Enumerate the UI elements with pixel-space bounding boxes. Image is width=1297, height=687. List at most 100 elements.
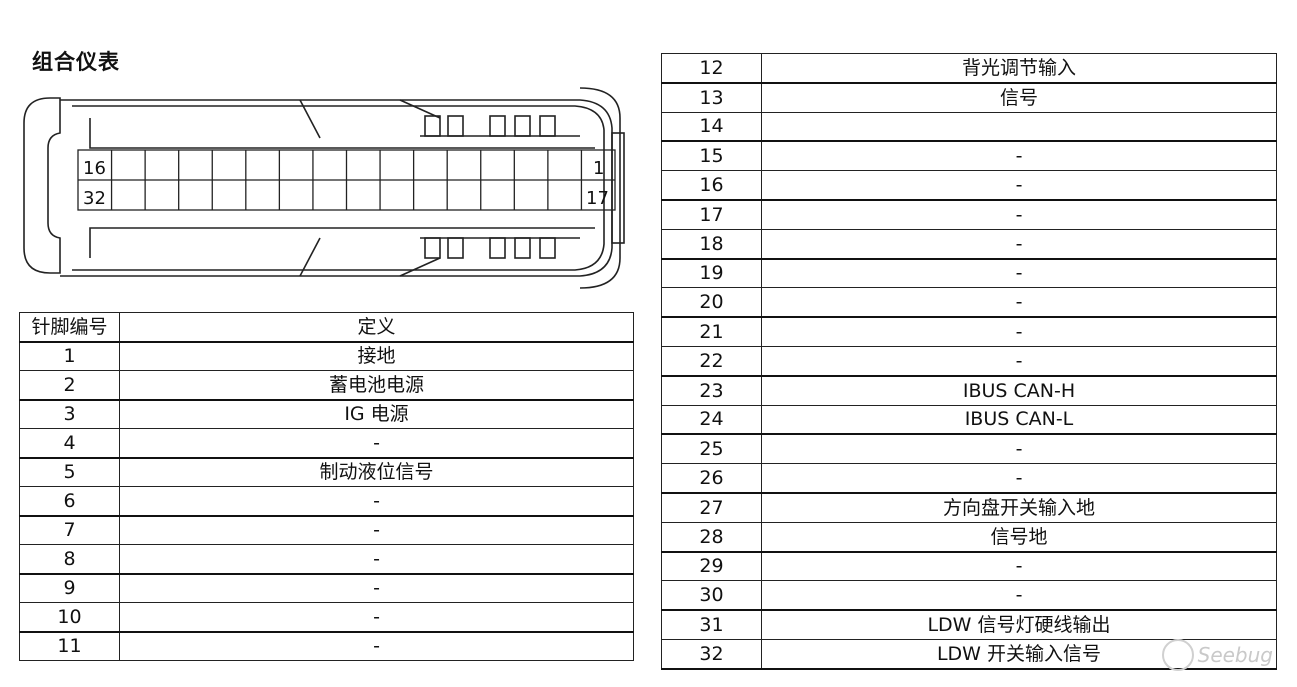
pin-number-cell: 8 [19, 544, 120, 575]
pin-definition-cell: - [119, 631, 634, 661]
pin-definition-cell: - [761, 316, 1277, 347]
pin-number-cell: 31 [661, 609, 762, 640]
pin-number-cell: 16 [661, 170, 762, 201]
pin-number-cell: 7 [19, 515, 120, 545]
pin-number-cell: 23 [661, 375, 762, 406]
table-row: 10- [19, 602, 634, 633]
pin-number-cell: 10 [19, 602, 120, 633]
table-row: 20- [661, 287, 1277, 319]
pin-definition-cell: - [761, 170, 1277, 201]
pin-definition-cell: - [761, 580, 1277, 612]
pin-definition-cell: 方向盘开关输入地 [761, 492, 1277, 523]
pin-number-cell: 6 [19, 486, 120, 517]
pin-label-32: 32 [83, 188, 106, 209]
table-row: 18- [661, 228, 1277, 260]
pin-number-cell: 21 [661, 316, 762, 347]
pin-number-cell: 针脚编号 [19, 312, 120, 343]
pin-label-17: 17 [586, 188, 609, 209]
pin-number-cell: 1 [19, 341, 120, 371]
pin-number-cell: 22 [661, 345, 762, 377]
seebug-logo-icon [1161, 639, 1194, 671]
table-row: 15- [661, 140, 1277, 172]
pin-number-cell: 9 [19, 573, 120, 603]
pin-number-cell: 12 [661, 52, 762, 84]
pin-definition-cell: - [761, 287, 1277, 319]
table-row: 19- [661, 258, 1277, 289]
pin-definition-cell: - [761, 551, 1277, 582]
table-row: 22- [661, 345, 1277, 377]
pin-definition-cell: 信号地 [761, 521, 1277, 553]
pin-definition-cell: - [761, 345, 1277, 377]
pin-number-cell: 19 [661, 258, 762, 289]
pin-definition-cell: - [119, 544, 634, 575]
pin-number-cell: 13 [661, 82, 762, 113]
pin-number-cell: 28 [661, 521, 762, 553]
pin-definition-cell: - [761, 258, 1277, 289]
pin-definition-cell: 信号 [761, 82, 1277, 113]
table-row: 25- [661, 433, 1277, 465]
connector-diagram: 16 32 1 17 [23, 87, 625, 289]
pin-number-cell: 27 [661, 492, 762, 523]
table-row: 9- [19, 573, 634, 603]
table-row: 30- [661, 580, 1277, 612]
pin-definition-cell: 定义 [119, 312, 634, 343]
pin-definition-cell: LDW 信号灯硬线输出 [761, 609, 1277, 640]
pin-number-cell: 17 [661, 199, 762, 230]
pin-definition-cell: - [119, 515, 634, 545]
pin-definition-cell: - [761, 199, 1277, 230]
pin-definition-cell [761, 111, 1277, 143]
pin-definition-cell: - [761, 228, 1277, 260]
pin-number-cell: 30 [661, 580, 762, 612]
page-title: 组合仪表 [32, 50, 120, 74]
pin-number-cell: 18 [661, 228, 762, 260]
table-row: 针脚编号定义 [19, 312, 634, 343]
pin-number-cell: 3 [19, 399, 120, 429]
table-row: 29- [661, 551, 1277, 582]
pin-definition-cell: 蓄电池电源 [119, 370, 634, 401]
table-row: 11- [19, 631, 634, 661]
table-row: 14 [661, 111, 1277, 143]
pin-label-16: 16 [83, 158, 106, 179]
table-row: 17- [661, 199, 1277, 230]
pin-number-cell: 25 [661, 433, 762, 465]
pin-number-cell: 20 [661, 287, 762, 319]
pin-label-1: 1 [593, 158, 604, 179]
pin-definition-cell: - [119, 573, 634, 603]
pin-number-cell: 15 [661, 140, 762, 172]
table-row: 4- [19, 428, 634, 459]
pin-definition-cell: - [119, 486, 634, 517]
table-row: 26- [661, 463, 1277, 494]
table-row: 6- [19, 486, 634, 517]
table-row: 8- [19, 544, 634, 575]
watermark-text: Seebug [1197, 643, 1273, 667]
pin-definition-cell: - [119, 428, 634, 459]
pin-number-cell: 29 [661, 551, 762, 582]
pin-definition-cell: - [761, 140, 1277, 172]
pin-definition-cell: 背光调节输入 [761, 52, 1277, 84]
pin-definition-cell: 制动液位信号 [119, 457, 634, 487]
pin-number-cell: 11 [19, 631, 120, 661]
pin-number-cell: 32 [661, 638, 762, 670]
table-row: 7- [19, 515, 634, 545]
pin-definition-cell: IBUS CAN-L [761, 404, 1277, 436]
pin-number-cell: 14 [661, 111, 762, 143]
table-row: 16- [661, 170, 1277, 201]
pin-definition-cell: IBUS CAN-H [761, 375, 1277, 406]
pin-definition-cell: IG 电源 [119, 399, 634, 429]
pin-definition-cell: - [761, 433, 1277, 465]
pin-definition-cell: 接地 [119, 341, 634, 371]
pin-number-cell: 5 [19, 457, 120, 487]
